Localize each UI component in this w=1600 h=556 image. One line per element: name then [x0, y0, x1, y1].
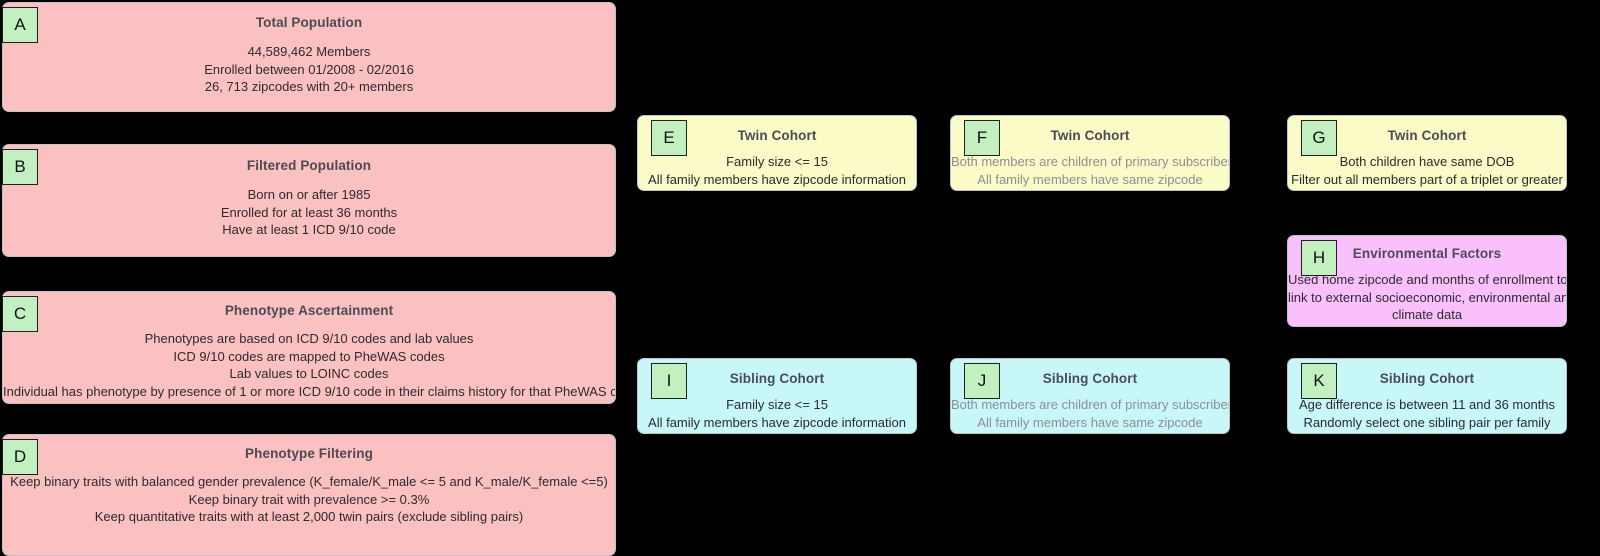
- flow-node-title: Twin Cohort: [1387, 128, 1467, 143]
- flow-node-body-line: Keep binary trait with prevalence >= 0.3…: [188, 491, 430, 507]
- flow-node-body-line: Family size <= 15: [726, 397, 828, 412]
- flow-node-badge-k: K: [1301, 363, 1337, 399]
- flow-node-body-line: Keep binary traits with balanced gender …: [10, 474, 608, 489]
- flow-node-body-line: Enrolled for at least 36 months: [220, 204, 398, 220]
- flow-node-badge-b: B: [2, 149, 38, 185]
- flow-node-body: Keep binary traits with balanced gender …: [3, 473, 615, 526]
- flow-node-body-line: Enrolled between 01/2008 - 02/2016: [204, 61, 414, 77]
- flow-node-body-line: Both members are children of primary sub…: [951, 154, 1230, 169]
- flow-node-body-line: 44,589,462 Members: [247, 44, 371, 59]
- flow-node-body-line: climate data: [1391, 307, 1463, 322]
- flow-node-title: Phenotype Ascertainment: [224, 303, 394, 318]
- flow-node-title: Total Population: [255, 15, 363, 30]
- flow-node-body-line: All family members have same zipcode: [977, 171, 1203, 187]
- flow-node-body-line: Lab values to LOINC codes: [229, 366, 389, 381]
- flow-node-body-line: Born on or after 1985: [247, 187, 371, 202]
- flow-node-body-line: Used home zipcode and months of enrollme…: [1288, 272, 1567, 287]
- flow-node-body: Both members are children of primary sub…: [951, 153, 1229, 188]
- flow-node-body-line: Both members are children of primary sub…: [951, 397, 1230, 412]
- flow-node-body-line: Family size <= 15: [726, 154, 828, 169]
- flow-node-body-line: Filter out all members part of a triplet…: [1291, 171, 1563, 187]
- flow-node-badge-e: E: [651, 120, 687, 156]
- flow-node-body: Used home zipcode and months of enrollme…: [1288, 271, 1566, 324]
- flow-node-body-line: Keep quantitative traits with at least 2…: [94, 509, 524, 524]
- flow-node-badge-g: G: [1301, 120, 1337, 156]
- flow-node-title: Sibling Cohort: [729, 371, 825, 386]
- flow-node-body-line: link to external socioeconomic, environm…: [1288, 289, 1567, 305]
- flow-node-body: Phenotypes are based on ICD 9/10 codes a…: [3, 330, 615, 400]
- flow-node-badge-a: A: [2, 7, 38, 43]
- flow-node-title: Phenotype Filtering: [245, 446, 373, 461]
- flow-node-badge-f: F: [964, 120, 1000, 156]
- flow-node-body-line: Have at least 1 ICD 9/10 code: [222, 222, 396, 237]
- flow-node-body: Age difference is between 11 and 36 mont…: [1288, 396, 1566, 431]
- flow-node-body-line: All family members have zipcode informat…: [648, 414, 906, 430]
- flow-node-title: Filtered Population: [246, 158, 372, 173]
- flow-node-body-line: All family members have zipcode informat…: [648, 171, 906, 187]
- flow-node-badge-h: H: [1301, 240, 1337, 276]
- flow-node-body-line: Age difference is between 11 and 36 mont…: [1298, 397, 1556, 412]
- flow-node-badge-c: C: [2, 296, 38, 332]
- flow-node-body-line: Individual has phenotype by presence of …: [3, 383, 616, 399]
- flow-node-title: Sibling Cohort: [1042, 371, 1138, 386]
- flow-node-body-line: Both children have same DOB: [1339, 154, 1515, 169]
- flow-node-badge-j: J: [964, 363, 1000, 399]
- flow-node-badge-d: D: [2, 439, 38, 475]
- flow-node-body-line: All family members have same zipcode: [977, 414, 1203, 430]
- flow-node-title: Twin Cohort: [737, 128, 817, 143]
- flow-node-title: Environmental Factors: [1352, 246, 1502, 261]
- flow-node-body: Family size <= 15 All family members have…: [638, 396, 916, 431]
- flow-node-body-line: ICD 9/10 codes are mapped to PheWAS code…: [173, 348, 445, 364]
- flow-node-body: Both members are children of primary sub…: [951, 396, 1229, 431]
- flow-node-title: Twin Cohort: [1050, 128, 1130, 143]
- flow-node-body-line: Randomly select one sibling pair per fam…: [1303, 414, 1551, 430]
- flow-node-badge-i: I: [651, 363, 687, 399]
- flow-node-body: Both children have same DOB Filter out al…: [1288, 153, 1566, 188]
- flow-node-body-line: Phenotypes are based on ICD 9/10 codes a…: [144, 331, 474, 346]
- flow-node-title: Sibling Cohort: [1379, 371, 1475, 386]
- flow-node-body: Family size <= 15 All family members have…: [638, 153, 916, 188]
- flow-node-body-line: 26, 713 zipcodes with 20+ members: [204, 79, 414, 94]
